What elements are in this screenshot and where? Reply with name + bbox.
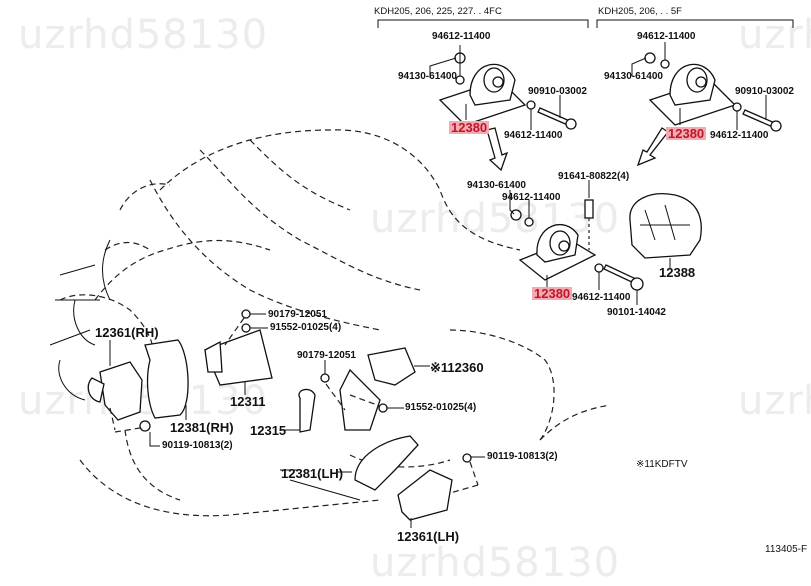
part-label[interactable]: 12381(LH) xyxy=(281,466,344,481)
group-header-5f: KDH205, 206, . . 5F xyxy=(598,6,682,17)
watermark: uzrhd58130 xyxy=(18,12,269,58)
group-bracket-left xyxy=(377,19,589,28)
arrow-down-group2 xyxy=(636,127,669,167)
engine-mount-group1 xyxy=(429,45,577,130)
part-label[interactable]: 94130-61400 xyxy=(604,71,663,82)
part-label[interactable]: 12311 xyxy=(230,394,266,409)
part-label[interactable]: 90179-12051 xyxy=(297,350,356,361)
part-label[interactable]: ※112360 xyxy=(430,360,484,375)
engine-mount-center xyxy=(509,180,644,305)
part-label-highlighted[interactable]: 12380 xyxy=(532,286,573,301)
part-label[interactable]: 12315 xyxy=(250,423,287,438)
part-label[interactable]: 94612-11400 xyxy=(502,192,561,203)
part-label[interactable]: 90119-10813(2) xyxy=(487,451,558,462)
part-label[interactable]: 12381(RH) xyxy=(170,420,234,435)
part-label[interactable]: 94612-11400 xyxy=(432,31,491,42)
part-label[interactable]: 91552-01025(4) xyxy=(405,402,477,413)
part-label[interactable]: 94612-11400 xyxy=(504,130,563,141)
rh-mount-parts xyxy=(87,309,273,447)
part-label[interactable]: 90179-12051 xyxy=(268,309,327,320)
part-label[interactable]: 90119-10813(2) xyxy=(162,440,233,451)
part-label[interactable]: 94612-11400 xyxy=(572,292,631,303)
part-label[interactable]: 94130-61400 xyxy=(467,180,526,191)
fan-outline xyxy=(49,239,111,401)
group-bracket-right xyxy=(596,19,794,28)
engine-code-note: ※11KDFTV xyxy=(636,459,688,470)
group-header-4fc: KDH205, 206, 225, 227. . 4FC xyxy=(374,6,502,17)
part-label[interactable]: 91641-80822(4) xyxy=(558,171,630,182)
part-label[interactable]: 12361(RH) xyxy=(95,325,159,340)
part-label[interactable]: 94130-61400 xyxy=(398,71,457,82)
watermark: uzrh xyxy=(738,378,811,424)
part-label-highlighted[interactable]: 12380 xyxy=(666,126,707,141)
watermark: uzrhd58130 xyxy=(18,378,269,424)
diagram-drawing xyxy=(49,19,794,528)
rod-and-insulator xyxy=(283,347,430,433)
part-label[interactable]: 91552-01025(4) xyxy=(270,322,342,333)
parts-diagram: uzrhd58130 uzrh uzrhd58130 uzrhd58130 uz… xyxy=(18,6,811,586)
part-label[interactable]: 12388 xyxy=(659,265,696,280)
part-label[interactable]: 94612-11400 xyxy=(710,130,769,141)
member-12388 xyxy=(629,193,702,268)
engine-mount-group2 xyxy=(631,42,782,132)
engine-outline xyxy=(59,129,611,517)
part-label[interactable]: 94612-11400 xyxy=(637,31,696,42)
part-label[interactable]: 90101-14042 xyxy=(607,307,666,318)
part-label[interactable]: 12361(LH) xyxy=(397,529,460,544)
arrow-down-group1 xyxy=(486,127,509,172)
part-label[interactable]: 90910-03002 xyxy=(735,86,794,97)
part-label-highlighted[interactable]: 12380 xyxy=(449,120,490,135)
lh-mount-parts xyxy=(338,435,485,528)
figure-id: 113405-F xyxy=(765,544,808,555)
part-label[interactable]: 90910-03002 xyxy=(528,86,587,97)
